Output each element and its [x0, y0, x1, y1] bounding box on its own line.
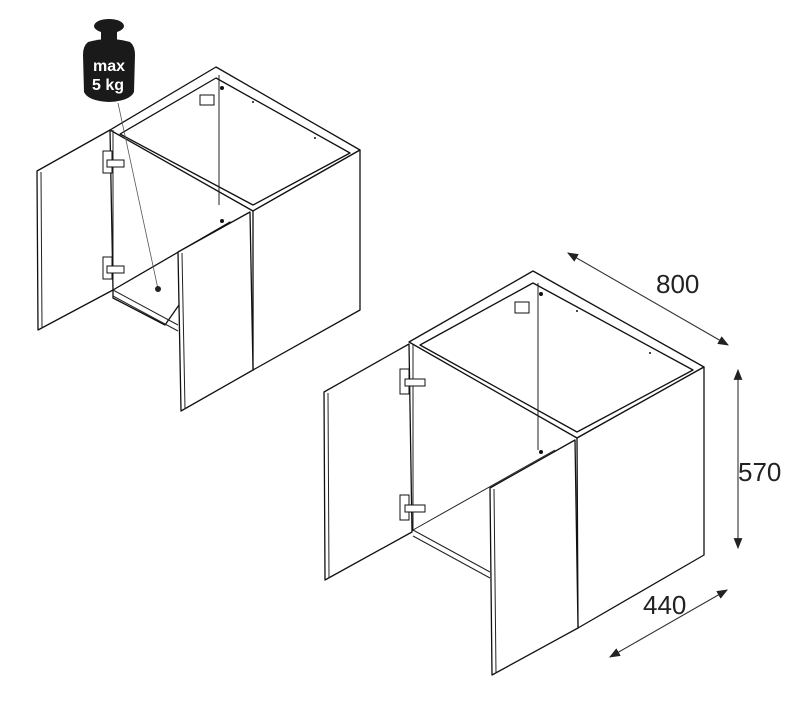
cabinet-side — [576, 366, 705, 629]
cabinet-dimension-view — [323, 270, 705, 676]
width-arrow — [567, 252, 729, 346]
bottom-shelf — [112, 289, 179, 326]
right-door — [489, 439, 579, 676]
left-door — [323, 343, 413, 581]
depth-arrow — [609, 589, 728, 658]
dimension-depth: 440 — [609, 589, 728, 658]
weight-label-max: max — [93, 58, 125, 75]
dimension-height: 570 — [733, 368, 781, 550]
left-door — [36, 129, 114, 331]
cabinet-side — [252, 149, 361, 371]
height-label: 570 — [738, 457, 781, 487]
width-label: 800 — [656, 269, 699, 299]
weight-label-kg: 5 kg — [92, 77, 124, 94]
dimension-width: 800 — [567, 252, 729, 346]
cabinet-open-view — [36, 66, 361, 412]
hinge-plate — [514, 301, 530, 314]
right-door — [177, 211, 254, 412]
depth-label: 440 — [643, 590, 686, 620]
weight-icon: max 5 kg — [83, 19, 135, 102]
weight-leader-line — [117, 102, 159, 290]
bottom-shelf — [412, 529, 491, 573]
hinge-plate — [199, 94, 215, 106]
weight-point — [155, 286, 161, 292]
